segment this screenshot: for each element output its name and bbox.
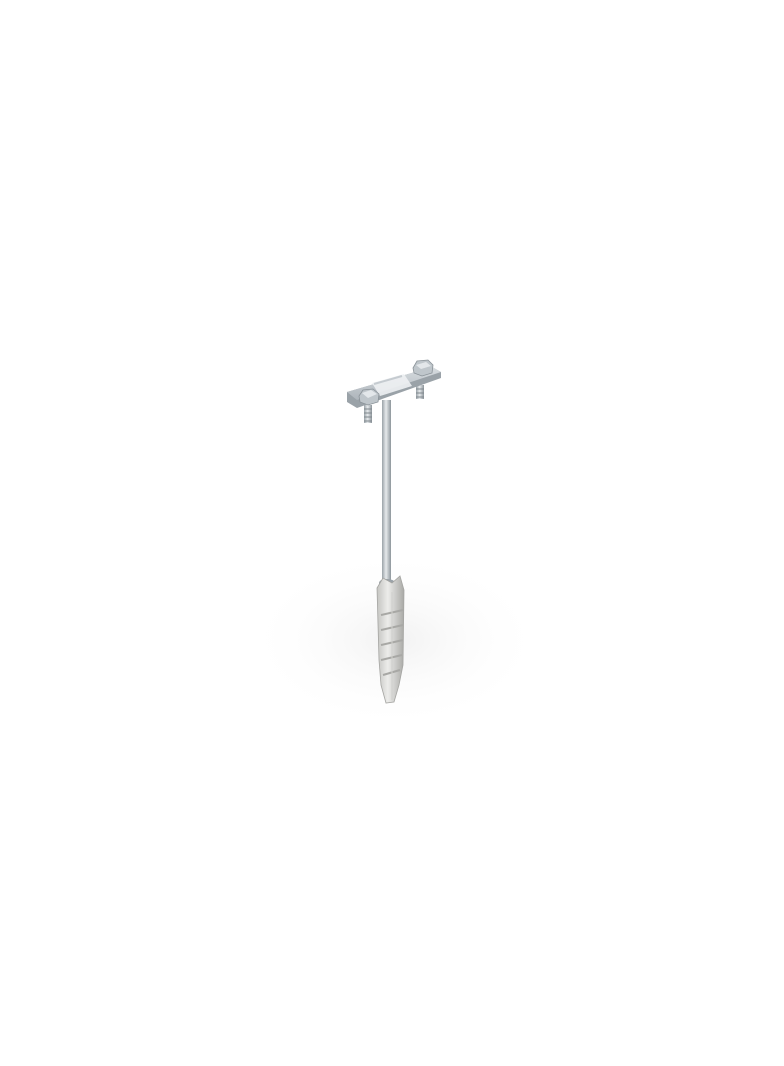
bolt-thread-right	[416, 385, 424, 399]
wall-plug	[376, 575, 405, 704]
bolt-thread-left	[364, 405, 372, 423]
bolt-head-right	[412, 359, 434, 377]
threaded-rod	[382, 400, 391, 582]
bolt-head-left	[358, 388, 380, 406]
